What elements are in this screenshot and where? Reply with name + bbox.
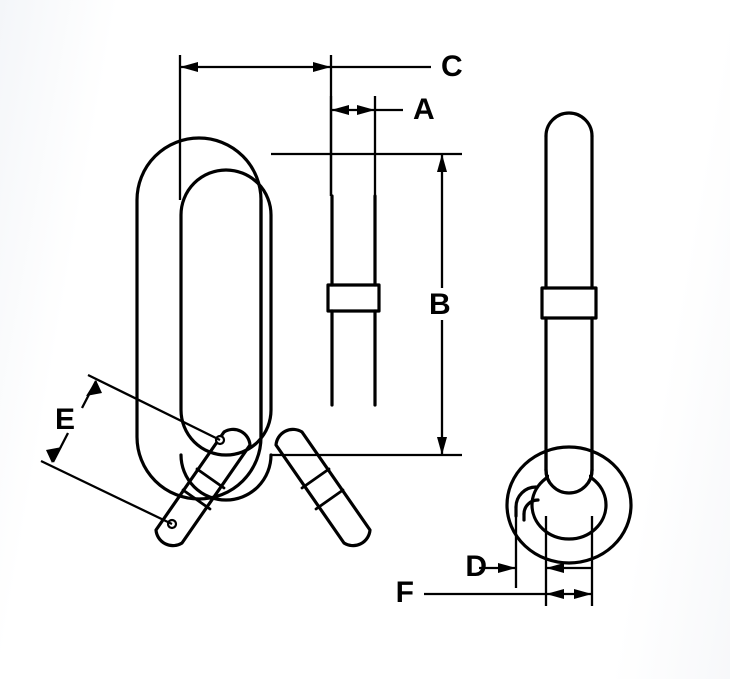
dimension-c-arrow-right	[313, 62, 331, 72]
dimension-a-arrow-right	[357, 105, 375, 115]
dimension-e-arrow-lower	[46, 447, 62, 463]
dimension-d-arrow-right	[546, 563, 564, 573]
sub-link-left-weld-band-upper	[195, 467, 226, 490]
sub-link-right-weld-band-upper	[300, 467, 331, 490]
dimension-c-label: C	[441, 50, 463, 83]
sub-link-right-weld-band-lower	[314, 488, 345, 511]
master-link-weld-band	[326, 283, 381, 313]
side-master-link-weld-band	[540, 286, 598, 320]
dimension-d-label: D	[465, 550, 487, 583]
dimension-f-arrow-right	[574, 589, 592, 599]
dimension-e-arrow-upper	[86, 380, 102, 396]
master-link-bottom-arc-overlay	[179, 453, 273, 502]
dimension-a-label: A	[413, 93, 435, 126]
dimension-e: E	[40, 373, 221, 526]
dimension-b: B	[271, 152, 462, 457]
dimension-e-extension-lower	[40, 459, 173, 526]
dimension-c-arrow-left	[180, 62, 198, 72]
dimension-b-arrow-bottom	[437, 437, 447, 455]
dimension-f: F	[396, 516, 594, 609]
sub-link-right	[274, 427, 372, 548]
master-link-inner-profile	[179, 168, 273, 457]
side-sub-link-outer-ring	[505, 445, 633, 565]
sub-link-left-weld-band-lower	[181, 488, 212, 511]
dimension-f-label: F	[396, 576, 414, 609]
dimension-a-arrow-left	[331, 105, 349, 115]
dimension-e-extension-upper	[87, 373, 221, 442]
dimension-d: D	[465, 516, 592, 606]
dimension-b-label: B	[429, 288, 451, 321]
dimension-b-arrow-top	[437, 154, 447, 172]
sub-link-left-body	[154, 427, 252, 548]
sub-link-right-body	[274, 427, 372, 548]
side-master-link-bottom-cap-front	[544, 468, 594, 495]
dimension-d-arrow-left	[498, 563, 516, 573]
side-second-sub-link-arc-inner	[522, 498, 540, 516]
dimension-a: A	[329, 93, 435, 196]
side-second-sub-link-arc-outer	[514, 485, 538, 509]
side-master-link-top-cap	[544, 111, 594, 138]
dimension-f-arrow-left	[546, 589, 564, 599]
side-view-overlap-mask	[549, 452, 589, 510]
dimension-e-label: E	[55, 403, 75, 436]
side-elevation-view	[505, 111, 633, 565]
front-elevation-view	[135, 136, 381, 548]
